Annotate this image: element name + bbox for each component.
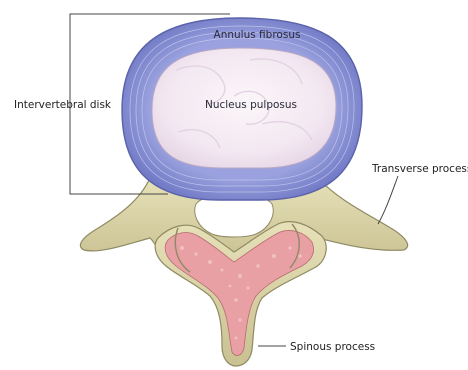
vertebral-foramen: [195, 196, 273, 237]
label-spinous-process: Spinous process: [290, 341, 375, 353]
label-intervertebral-disk: Intervertebral disk: [14, 99, 112, 111]
label-annulus-fibrosus: Annulus fibrosus: [214, 29, 301, 41]
label-transverse-process: Transverse process: [371, 163, 468, 175]
vertebra-bone: [80, 178, 407, 366]
transverse-leader: [378, 176, 398, 224]
label-nucleus-pulposus: Nucleus pulposus: [205, 99, 297, 111]
